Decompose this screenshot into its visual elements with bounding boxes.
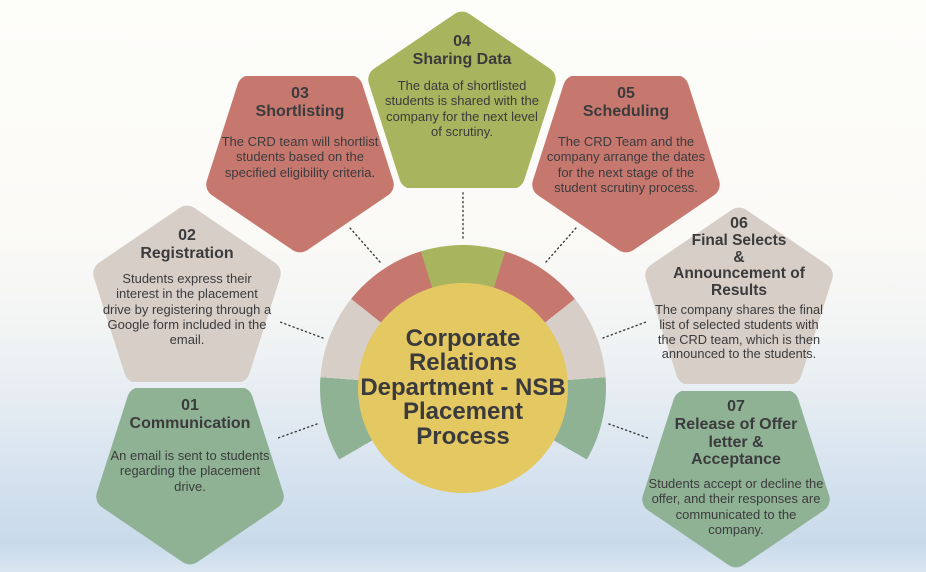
pentagon-shape <box>532 76 720 253</box>
step-number: 03 <box>291 85 309 102</box>
pentagon-shape <box>368 11 556 188</box>
step-title: Sharing Data <box>412 51 512 69</box>
step-pentagon-03: 03 Shortlisting The CRD team will shortl… <box>205 76 395 254</box>
step-body: The CRD team will shortlist students bas… <box>221 134 379 180</box>
pentagon-shape <box>96 388 284 565</box>
step-title: Communication <box>129 415 251 433</box>
step-number: 07 <box>727 398 745 415</box>
step-number: 02 <box>178 227 196 244</box>
connector-line-02 <box>279 321 324 339</box>
step-title: Scheduling <box>582 103 670 121</box>
step-pentagon-04: 04 Sharing Data The data of shortlisted … <box>367 10 557 188</box>
diagram-title: Corporate Relations Department - NSB Pla… <box>360 324 566 450</box>
step-number: 01 <box>181 397 199 414</box>
step-number: 06 <box>730 215 748 232</box>
pentagon-shape <box>206 76 394 253</box>
step-body: The company shares the final list of sel… <box>655 302 823 362</box>
step-pentagon-07: 07 Release of Offer letter & Acceptance … <box>641 391 831 569</box>
step-pentagon-06: 06 Final Selects & Announcement of Resul… <box>644 206 834 384</box>
step-number: 04 <box>453 33 471 50</box>
step-body: Students accept or decline the offer, an… <box>648 475 824 537</box>
step-body: The data of shortlisted students is shar… <box>385 78 539 140</box>
pentagon-shape <box>642 391 830 568</box>
step-number: 05 <box>617 85 635 102</box>
connector-line-06 <box>602 321 647 339</box>
step-title: Registration <box>140 245 234 263</box>
center-circle: Corporate Relations Department - NSB Pla… <box>358 283 568 493</box>
step-body: The CRD Team and the company arrange the… <box>546 134 706 196</box>
step-pentagon-05: 05 Scheduling The CRD Team and the compa… <box>531 76 721 254</box>
step-title: Final Selects & Announcement of Results <box>673 232 805 299</box>
step-pentagon-02: 02 Registration Students express their i… <box>92 204 282 382</box>
step-body: An email is sent to students regarding t… <box>110 448 270 494</box>
pentagon-shape <box>645 207 833 384</box>
pentagon-shape <box>93 205 281 382</box>
step-pentagon-01: 01 Communication An email is sent to stu… <box>95 388 285 566</box>
step-title: Release of Offer letter & Acceptance <box>674 416 798 469</box>
step-title: Shortlisting <box>255 103 345 121</box>
step-body: Students express their interest in the p… <box>102 271 272 348</box>
